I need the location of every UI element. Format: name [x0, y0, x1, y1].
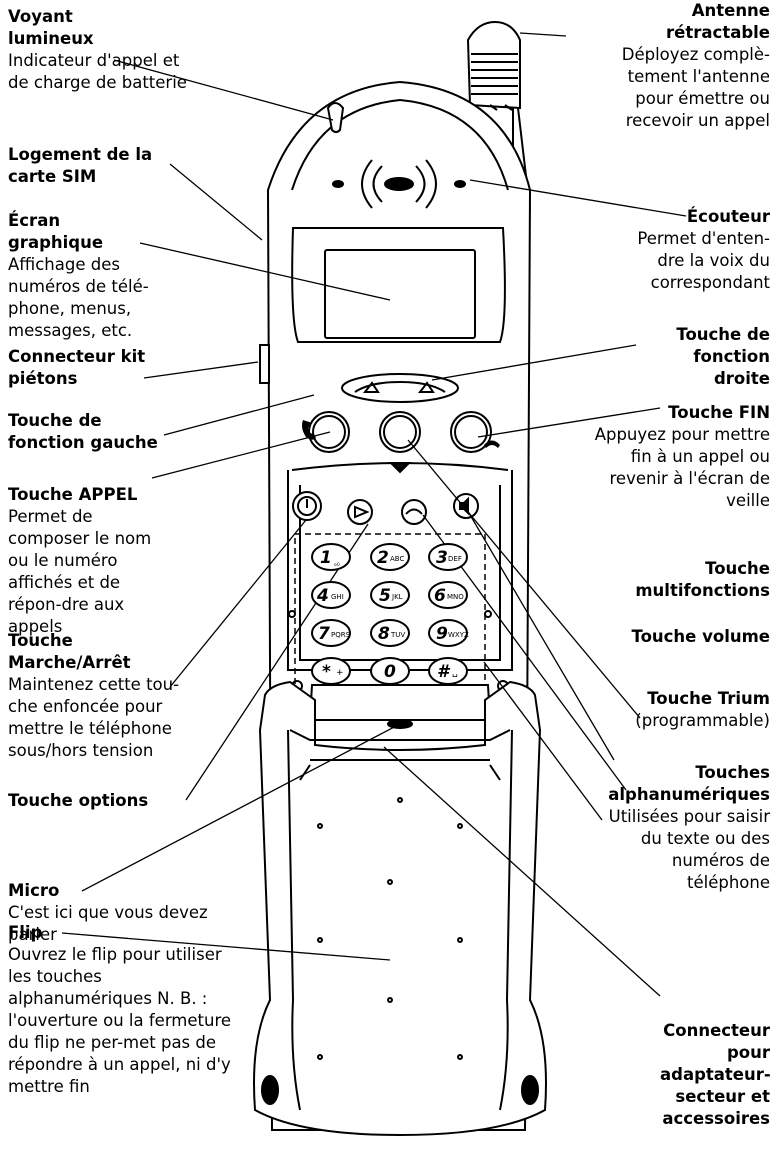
label-title: Écouteur: [686, 207, 770, 226]
label-desc: Indicateur d'appel et de charge de batte…: [8, 51, 187, 92]
microphone: [387, 719, 413, 729]
label-flip: Flip Ouvrez le flip pour utiliser les to…: [8, 922, 238, 1098]
trium-key: [401, 499, 427, 525]
label-title: Touche FIN: [668, 403, 770, 422]
label-logement-sim: Logement de la carte SIM: [8, 144, 178, 188]
key-sub: +: [336, 668, 344, 678]
key-main: 5: [379, 586, 391, 606]
key-sub: TUV: [390, 631, 405, 639]
label-desc: Déployez complè-tement l'antenne pour ém…: [621, 45, 770, 130]
label-multifonctions: Touche multifonctions: [620, 558, 770, 602]
label-desc: C'est ici que vous devez parler: [8, 903, 208, 944]
callout-lines: [61, 32, 687, 997]
label-title: Touche Marche/Arrêt: [8, 631, 131, 672]
key-sub: MNO: [447, 593, 464, 601]
label-title: Micro: [8, 881, 60, 900]
label-title: Antenne rétractable: [666, 1, 770, 42]
key-sub: JKL: [391, 593, 403, 601]
label-desc: Utilisées pour saisir du texte ou des nu…: [608, 807, 770, 892]
label-antenne: Antenne rétractable Déployez complè-teme…: [590, 0, 770, 132]
label-desc: Ouvrez le flip pour utiliser les touches…: [8, 945, 232, 1096]
status-light: [326, 102, 345, 133]
key-main: #: [437, 662, 451, 682]
label-title: Flip: [8, 923, 43, 942]
key-sub: PQRS: [331, 631, 351, 639]
label-title: Connecteur pour adaptateur-secteur et ac…: [660, 1021, 771, 1128]
key-sub: WXYZ: [448, 631, 469, 639]
key-sub: ␣: [452, 668, 458, 678]
earpiece: [332, 159, 466, 209]
label-ecran: Écran graphique Affichage des numéros de…: [8, 210, 158, 342]
key-sub: DEF: [448, 555, 462, 563]
key-main: 8: [378, 624, 390, 644]
label-desc: Maintenez cette tou-che enfoncée pour me…: [8, 675, 180, 760]
end-key: [450, 411, 492, 453]
label-title: Écran graphique: [8, 211, 104, 252]
key-main: 9: [436, 624, 448, 644]
label-connecteur-secteur: Connecteur pour adaptateur-secteur et ac…: [660, 1020, 771, 1130]
label-title: Connecteur kit piétons: [8, 347, 146, 388]
label-desc: Permet de composer le nom ou le numéro a…: [8, 507, 152, 636]
key-sub: ABC: [390, 555, 404, 563]
label-title: Touche volume: [631, 627, 771, 646]
keypad: [311, 543, 468, 685]
key-main: 6: [434, 586, 446, 606]
keypad-labels: 1 ₒ₀ 2 ABC 3 DEF 4 GHI 5 JKL 6 MNO 7 PQR…: [316, 548, 469, 682]
label-title: Touche APPEL: [8, 485, 138, 504]
label-appel: Touche APPEL Permet de composer le nom o…: [8, 484, 168, 638]
label-title: Touche de fonction gauche: [8, 411, 158, 452]
label-desc: Appuyez pour mettre fin à un appel ou re…: [594, 425, 770, 510]
label-volume: Touche volume: [620, 626, 771, 648]
key-main: 3: [436, 548, 448, 568]
label-title: Touche multifonctions: [635, 559, 770, 600]
key-sub: GHI: [331, 593, 344, 601]
menu-key: [379, 411, 421, 453]
flip: [253, 680, 547, 1137]
screen: [324, 249, 476, 339]
label-desc: Affichage des numéros de télé-phone, men…: [8, 255, 149, 340]
key-main: 2: [377, 548, 389, 568]
label-title: Touche options: [8, 791, 149, 810]
key-main: 7: [318, 624, 330, 644]
label-fin: Touche FIN Appuyez pour mettre fin à un …: [590, 402, 770, 512]
key-main: 4: [316, 586, 329, 606]
label-voyant: Voyant lumineux Indicateur d'appel et de…: [8, 6, 208, 94]
key-sub: ₒ₀: [334, 560, 340, 568]
key-main: *: [322, 662, 331, 682]
label-fonction-gauche: Touche de fonction gauche: [8, 410, 168, 454]
label-connecteur-kit: Connecteur kit piétons: [8, 346, 148, 390]
label-micro: Micro C'est ici que vous devez parler: [8, 880, 238, 946]
label-trium: Touche Trium (programmable): [620, 688, 770, 732]
headset-connector: [259, 344, 270, 384]
label-ecouteur: Écouteur Permet d'enten-dre la voix du c…: [620, 206, 770, 294]
soft-keys: [341, 373, 459, 403]
label-fonction-droite: Touche de fonction droite: [660, 324, 770, 390]
label-title: Logement de la carte SIM: [8, 145, 153, 186]
label-marche-arret: Touche Marche/Arrêt Maintenez cette tou-…: [8, 630, 198, 762]
label-desc: (programmable): [635, 711, 770, 730]
label-options: Touche options: [8, 790, 188, 812]
label-title: Voyant lumineux: [8, 7, 94, 48]
label-title: Touche Trium: [647, 689, 770, 708]
key-main: 1: [320, 548, 332, 568]
key-main: 0: [384, 662, 396, 682]
label-desc: Permet d'enten-dre la voix du correspond…: [637, 229, 770, 292]
label-title: Touches alphanumériques: [608, 763, 770, 804]
label-alphanum: Touches alphanumériques Utilisées pour s…: [595, 762, 770, 894]
label-title: Touche de fonction droite: [676, 325, 770, 388]
